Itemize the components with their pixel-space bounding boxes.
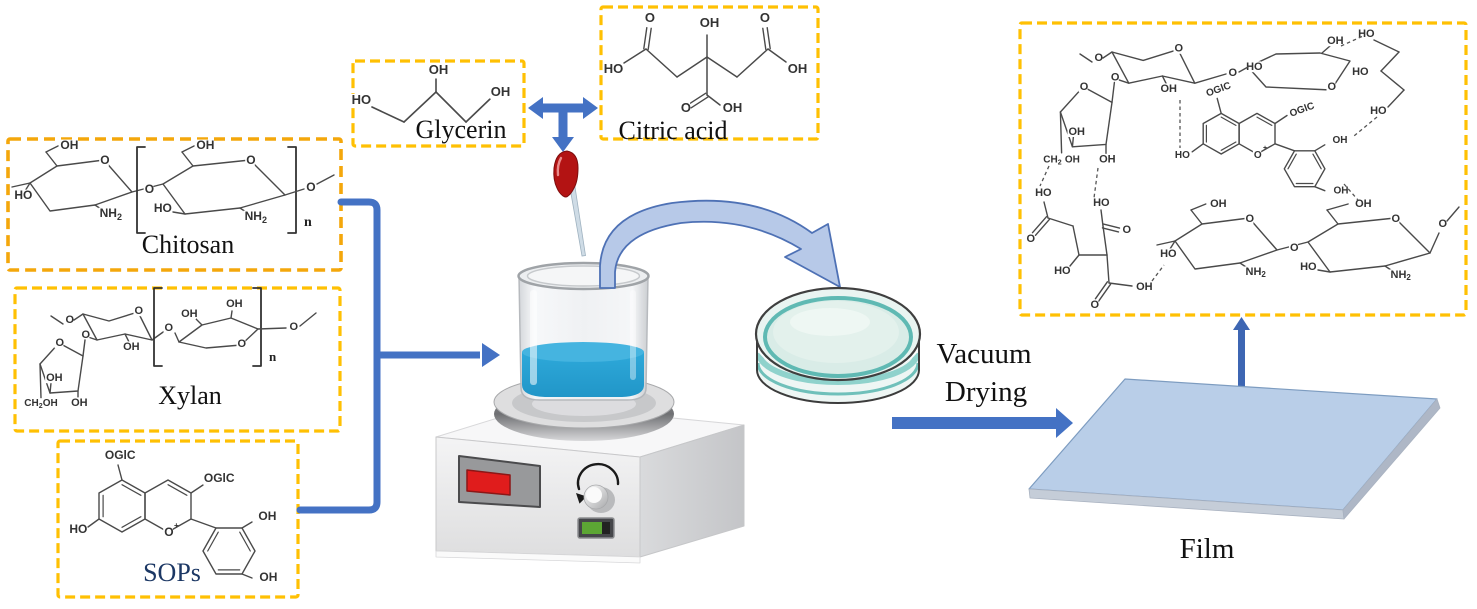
svg-text:HO: HO [1358,28,1375,40]
svg-text:NH2: NH2 [1246,266,1267,279]
svg-text:HO: HO [69,522,87,536]
svg-text:HO: HO [1370,105,1387,117]
svg-text:O: O [1439,218,1448,230]
svg-text:O: O [1254,150,1262,161]
svg-text:OH: OH [1069,126,1086,138]
svg-text:Vacuum: Vacuum [936,338,1031,370]
svg-text:OH: OH [1099,153,1116,165]
svg-text:HO: HO [1175,150,1190,161]
svg-text:O: O [82,329,91,341]
svg-text:OH: OH [1161,83,1178,95]
svg-text:OH: OH [43,398,58,409]
svg-text:Film: Film [1180,533,1235,565]
svg-text:HO: HO [352,92,372,107]
svg-text:HO: HO [1352,66,1369,78]
svg-text:O: O [1091,299,1100,311]
svg-text:OH: OH [788,61,808,76]
svg-text:O: O [246,153,255,167]
svg-text:HO: HO [604,61,624,76]
svg-text:+: + [174,521,179,530]
svg-text:O: O [238,338,247,350]
svg-text:O: O [165,322,174,334]
svg-text:OH: OH [1327,35,1344,47]
svg-text:n: n [304,215,312,230]
svg-text:OH: OH [723,100,743,115]
svg-text:O: O [1328,81,1337,93]
svg-text:OH: OH [1333,135,1348,146]
svg-text:OH: OH [1136,281,1153,293]
svg-text:O: O [1095,52,1104,64]
svg-text:OH: OH [60,138,78,152]
svg-text:OH: OH [46,372,63,384]
svg-text:HO: HO [1093,197,1110,209]
svg-text:HO: HO [14,188,32,202]
svg-text:OH: OH [491,84,511,99]
svg-text:OH: OH [259,570,277,584]
svg-text:O: O [1111,71,1120,83]
svg-text:O: O [66,314,75,326]
svg-text:CH2: CH2 [24,398,42,410]
svg-text:O: O [1229,67,1238,79]
svg-text:OH: OH [196,138,214,152]
svg-text:OH: OH [71,397,88,409]
svg-text:HO: HO [1054,265,1071,277]
svg-text:O: O [681,100,691,115]
svg-text:NH2: NH2 [245,209,267,225]
svg-text:Citric acid: Citric acid [618,116,727,145]
svg-text:HO: HO [1035,187,1052,199]
svg-text:OH: OH [258,509,276,523]
svg-text:O: O [145,182,154,196]
svg-text:+: + [1263,145,1267,152]
svg-text:OH: OH [1334,186,1349,197]
svg-text:HO: HO [1300,261,1317,273]
svg-text:O: O [760,10,770,25]
svg-text:O: O [1175,43,1184,55]
svg-text:O: O [135,305,144,317]
svg-text:Drying: Drying [945,376,1027,408]
svg-text:O: O [164,525,173,539]
svg-text:O: O [1027,233,1036,245]
svg-text:O: O [1392,213,1401,225]
svg-text:O: O [290,321,299,333]
svg-text:OH: OH [429,62,449,77]
svg-text:HO: HO [1246,61,1263,73]
svg-text:HO: HO [1160,248,1177,260]
svg-text:OH: OH [1355,198,1372,210]
svg-text:Chitosan: Chitosan [142,230,234,259]
svg-text:Xylan: Xylan [158,381,222,410]
svg-text:O: O [1123,224,1132,236]
svg-text:NH2: NH2 [1391,269,1412,282]
svg-text:OH: OH [1065,154,1080,165]
svg-text:O: O [100,153,109,167]
svg-text:O: O [1290,242,1299,254]
svg-text:O: O [1246,213,1255,225]
svg-text:O: O [645,10,655,25]
svg-text:OH: OH [123,341,140,353]
svg-text:OGlC: OGlC [204,471,235,485]
svg-text:OGlC: OGlC [105,448,136,462]
svg-text:n: n [269,349,277,364]
svg-text:OH: OH [1210,198,1227,210]
svg-text:OH: OH [181,308,198,320]
svg-text:OH: OH [226,298,243,310]
svg-text:O: O [1080,81,1089,93]
svg-text:Glycerin: Glycerin [416,115,507,144]
svg-text:NH2: NH2 [100,206,122,222]
svg-text:O: O [56,337,65,349]
svg-text:OH: OH [700,15,720,30]
svg-text:HO: HO [154,201,172,215]
svg-text:O: O [306,180,315,194]
svg-text:CH2: CH2 [1043,154,1061,166]
svg-text:SOPs: SOPs [143,558,201,587]
